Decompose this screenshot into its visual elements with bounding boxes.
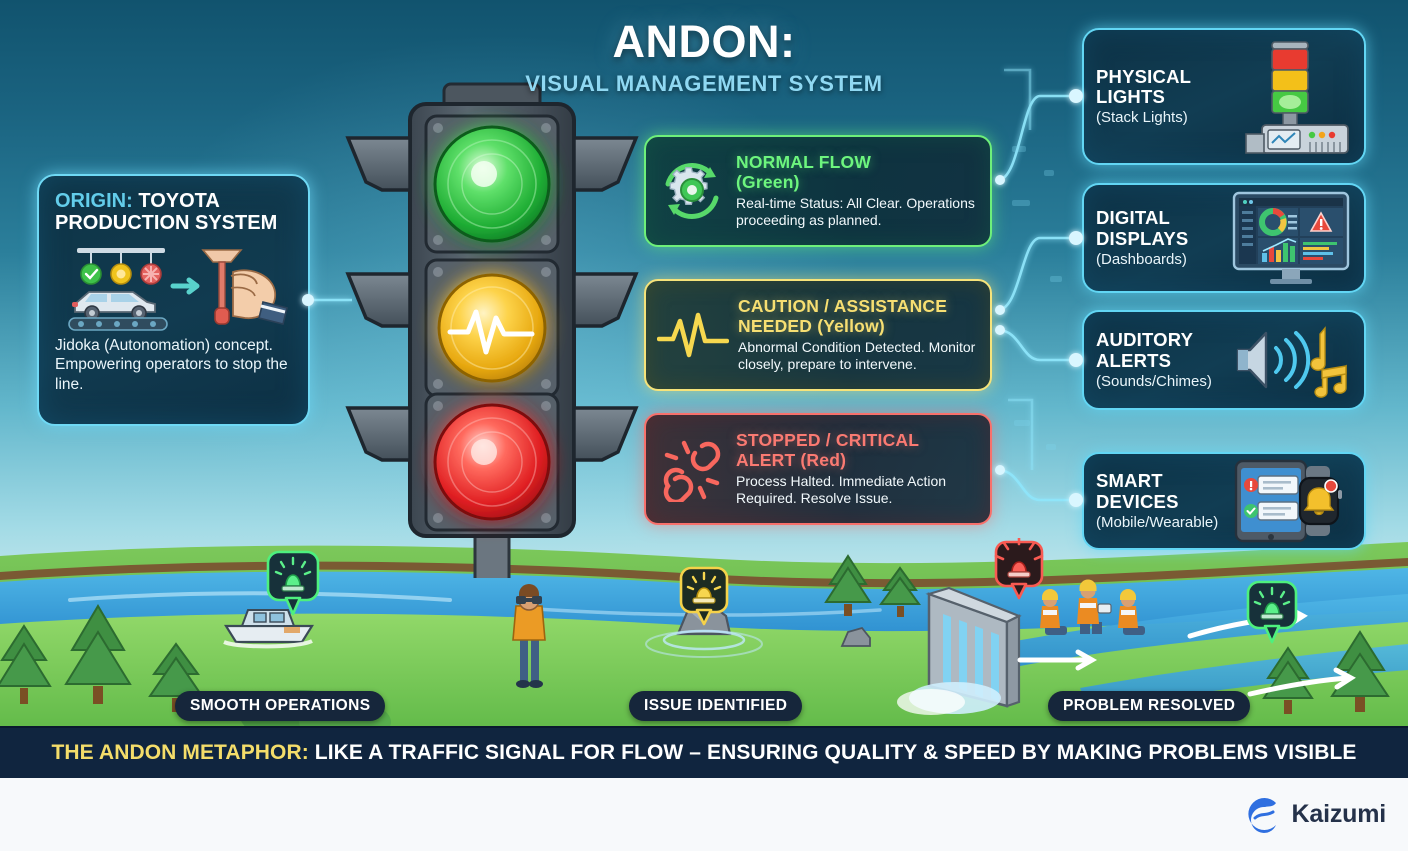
status-yellow-body: Abnormal Condition Detected. Monitor clo… [738, 338, 976, 372]
channel-card-smart-devices: SMART DEVICES (Mobile/Wearable) [1082, 452, 1366, 550]
traffic-lamp-green [433, 125, 551, 243]
pine-trees-icon-right [824, 554, 1390, 714]
origin-title: ORIGIN: TOYOTA PRODUCTION SYSTEM [55, 190, 292, 235]
kaizumi-wave-c-logo-icon [1247, 798, 1276, 833]
card-digital-subtitle: (Dashboards) [1096, 250, 1187, 268]
traffic-lamp-red [433, 403, 551, 521]
channel-card-auditory-alerts: AUDITORY ALERTS (Sounds/Chimes) [1082, 310, 1366, 410]
card-physical-subtitle: (Stack Lights) [1096, 109, 1188, 127]
dashboard-monitor-icon [1230, 191, 1352, 284]
brand-name: Kaizumi [1291, 799, 1387, 828]
status-red-body: Process Halted. Immediate Action Require… [736, 472, 947, 506]
origin-body: Jidoka (Autonomation) concept. Empowerin… [55, 336, 288, 393]
card-physical-title: PHYSICAL LIGHTS [1096, 65, 1191, 107]
card-smart-subtitle: (Mobile/Wearable) [1096, 513, 1219, 531]
speaker-music-note-icon [1230, 322, 1352, 398]
status-green-body: Real-time Status: All Clear. Operations … [736, 194, 975, 228]
kaizumi-logo: Kaizumi [1243, 794, 1386, 834]
pulse-wave-icon [657, 300, 729, 370]
beacon-light-pin-icon-yellow [676, 564, 732, 635]
scene-label-problem-resolved: PROBLEM RESOLVED [1048, 691, 1251, 721]
bottom-banner: THE ANDON METAPHOR: LIKE A TRAFFIC SIGNA… [0, 726, 1408, 778]
card-auditory-subtitle: (Sounds/Chimes) [1096, 372, 1212, 390]
page-title: ANDON: VISUAL MANAGEMENT SYSTEM [0, 16, 1408, 97]
traffic-lamp-yellow [437, 273, 547, 383]
beacon-light-pin-icon-green-left [262, 548, 324, 625]
beacon-alarm-pin-icon-red [990, 535, 1048, 609]
banner-highlight: THE ANDON METAPHOR: [51, 741, 309, 764]
channel-card-physical-lights: PHYSICAL LIGHTS (Stack Lights) [1082, 28, 1366, 165]
observer-binoculars-icon [512, 584, 546, 688]
banner-text: THE ANDON METAPHOR: LIKE A TRAFFIC SIGNA… [51, 741, 1356, 765]
status-panel-green: NORMAL FLOW(Green) Real-time Status: All… [644, 135, 992, 247]
stack-light-tower-icon [1232, 40, 1352, 154]
origin-panel: ORIGIN: TOYOTA PRODUCTION SYSTEM [37, 174, 310, 426]
scene-label-issue-identified: ISSUE IDENTIFIED [629, 691, 803, 721]
title-subtitle: VISUAL MANAGEMENT SYSTEM [525, 71, 883, 96]
beacon-light-pin-icon-green-right [1242, 578, 1302, 653]
origin-title-lead: ORIGIN: [55, 190, 133, 212]
card-digital-title: DIGITAL DISPLAYS [1096, 207, 1189, 249]
dam-icon [897, 586, 1022, 715]
card-smart-title: SMART DEVICES [1096, 470, 1179, 512]
repair-crew-icon [1040, 579, 1145, 635]
boat-icon [223, 609, 314, 649]
channel-card-digital-displays: DIGITAL DISPLAYS (Dashboards) [1082, 183, 1366, 293]
footer-bar: Kaizumi [0, 778, 1408, 851]
banner-rest: LIKE A TRAFFIC SIGNAL FOR FLOW – ENSURIN… [308, 741, 1357, 764]
traffic-light-graphic [345, 82, 639, 578]
gear-cycle-icon [657, 156, 727, 226]
assembly-line-andon-cord-icon [55, 242, 292, 332]
card-auditory-title: AUDITORY ALERTS [1096, 329, 1193, 371]
scene-label-smooth-operations: SMOOTH OPERATIONS [175, 691, 386, 721]
rock-small-icon [840, 626, 871, 647]
tablet-smartwatch-icon [1230, 459, 1352, 543]
origin-title-rest: TOYOTA PRODUCTION SYSTEM [55, 190, 278, 235]
title-main: ANDON: [612, 16, 796, 67]
status-green-heading: NORMAL FLOW(Green) [736, 152, 872, 192]
broken-link-icon [657, 434, 727, 504]
